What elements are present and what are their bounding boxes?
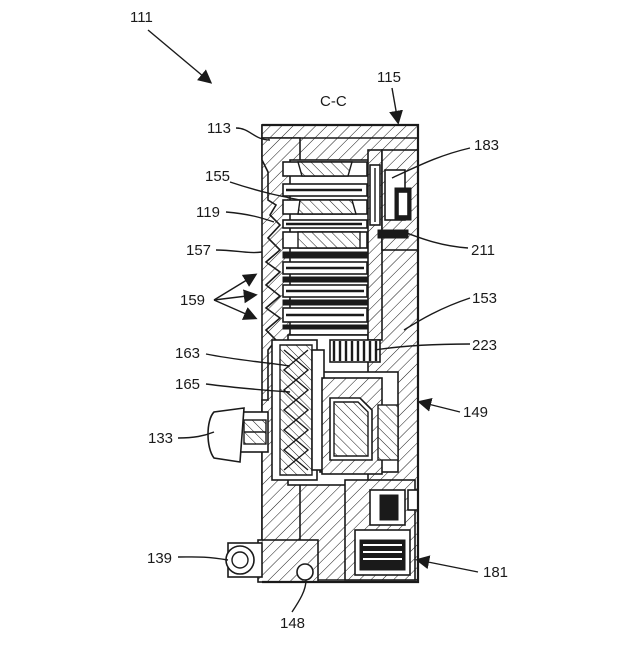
- callout-223: 223: [472, 337, 497, 354]
- callout-181: 181: [483, 564, 508, 581]
- callout-113: 113: [207, 120, 231, 137]
- central-shaft: [368, 150, 382, 340]
- callout-148: 148: [280, 615, 305, 632]
- callout-139: 139: [147, 550, 172, 567]
- callout-163: 163: [175, 345, 200, 362]
- disc-spring-stack: [283, 162, 367, 329]
- callout-133: 133: [148, 430, 173, 447]
- callout-119: 119: [196, 204, 220, 221]
- callout-157: 157: [186, 242, 211, 259]
- callout-149: 149: [463, 404, 488, 421]
- callout-211: 211: [471, 242, 495, 259]
- coil-spring: [330, 340, 380, 362]
- callout-153: 153: [472, 290, 497, 307]
- callout-111: 111: [130, 9, 153, 26]
- section-label: C-C: [320, 93, 347, 110]
- adjustment-knob: [208, 408, 268, 462]
- callout-115: 115: [377, 69, 401, 86]
- callout-165: 165: [175, 376, 200, 393]
- bottom-fitting: [226, 540, 318, 582]
- bottom-solenoid: [345, 480, 418, 580]
- callout-155: 155: [205, 168, 230, 185]
- cartridge: [272, 340, 324, 480]
- callout-183: 183: [474, 137, 499, 154]
- callout-159: 159: [180, 292, 205, 309]
